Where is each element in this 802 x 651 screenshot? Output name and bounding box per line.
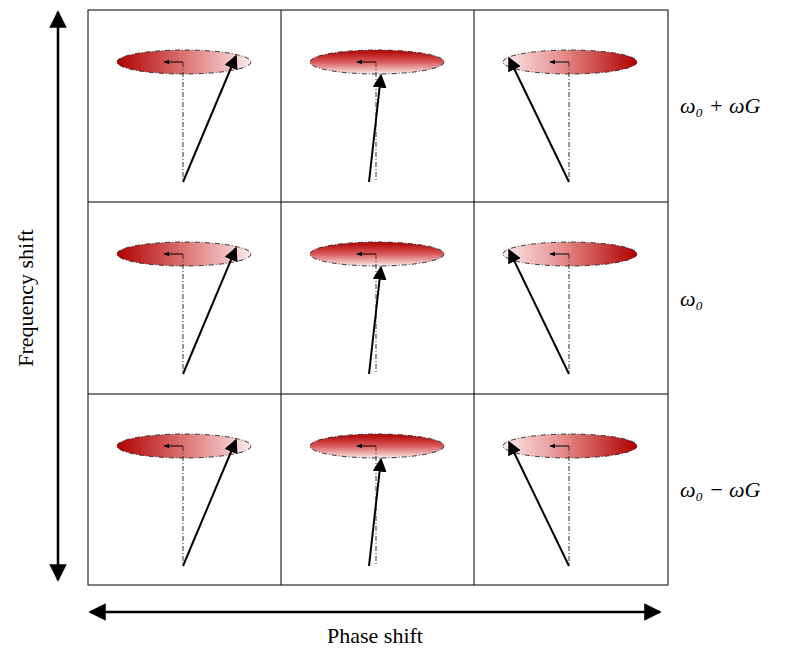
precession-cone	[117, 434, 251, 566]
precession-cone	[503, 242, 637, 374]
precession-cone	[310, 242, 444, 374]
axis-title: Phase shift	[327, 624, 423, 648]
axis-arrow	[57, 12, 60, 580]
grid-line	[281, 10, 282, 585]
axis-title: Frequency shift	[14, 229, 38, 366]
grid-line	[474, 10, 475, 585]
precession-cone	[310, 50, 444, 182]
frequency-label: ω₀ − ωG	[680, 478, 760, 502]
grid-line	[88, 202, 668, 203]
precession-cone	[310, 434, 444, 566]
precession-cone	[117, 242, 251, 374]
grid-line	[88, 394, 668, 395]
precession-cone	[117, 50, 251, 182]
frequency-label: ω₀	[680, 287, 703, 311]
precession-cone	[503, 50, 637, 182]
axis-arrow	[90, 611, 660, 614]
frequency-label: ω₀ + ωG	[680, 94, 760, 118]
grid-frame	[88, 10, 668, 585]
precession-cone	[503, 434, 637, 566]
